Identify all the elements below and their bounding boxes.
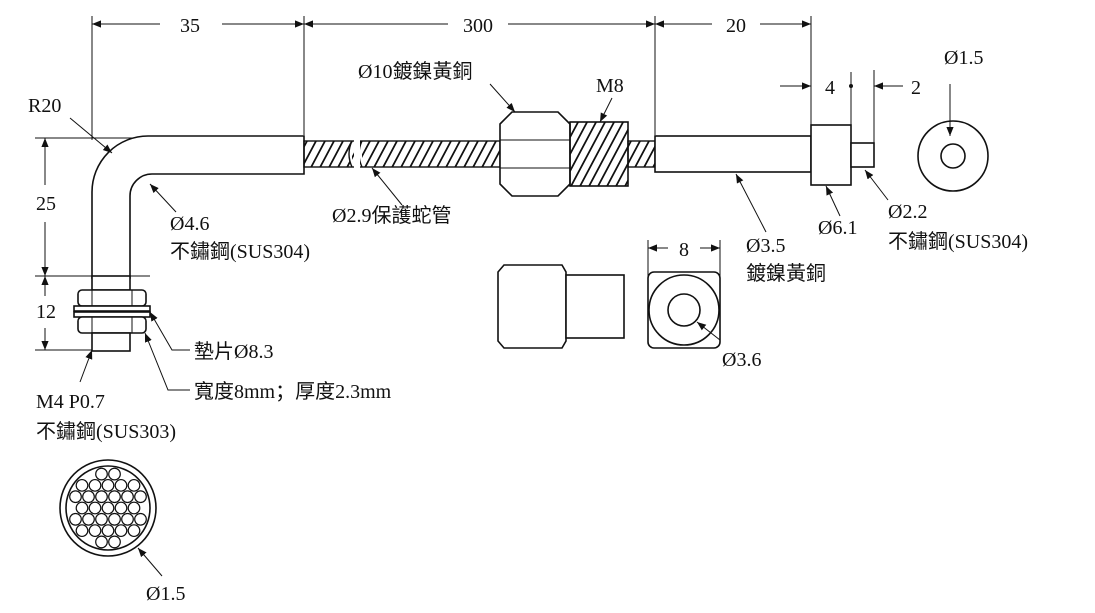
fiber-core — [75, 524, 89, 538]
label-thread-material: 不鏽鋼(SUS303) — [36, 420, 176, 443]
fiber-core — [127, 478, 141, 492]
fiber-core — [114, 524, 128, 538]
fiber-core — [121, 512, 134, 526]
dim-2: 2 — [911, 77, 921, 99]
protective-hose — [303, 140, 656, 168]
dim-20: 20 — [726, 15, 746, 37]
fiber-core — [95, 490, 108, 504]
top-dimensions — [91, 16, 903, 165]
fiber-core — [95, 535, 108, 549]
label-nut-material: Ø10鍍鎳黃銅 — [358, 60, 472, 83]
fiber-cores — [69, 467, 147, 549]
dim-4: 4 — [825, 77, 835, 99]
leader-lines — [69, 83, 954, 577]
probe-shaft — [654, 124, 875, 186]
label-hose: Ø2.9保護蛇管 — [332, 204, 451, 227]
fiber-core — [88, 478, 102, 492]
nut-side-view — [497, 264, 625, 349]
fiber-core — [127, 501, 141, 515]
fiber-core — [108, 535, 121, 549]
label-shaft-material: 鍍鎳黃銅 — [746, 262, 826, 285]
fiber-core — [88, 501, 102, 515]
label-tip-od: Ø2.2 — [888, 201, 927, 223]
dim-300: 300 — [463, 15, 493, 37]
fiber-core — [101, 501, 115, 515]
fiber-core — [114, 501, 128, 515]
fiber-core — [101, 524, 115, 538]
fiber-core — [108, 467, 121, 481]
fiber-core — [82, 512, 95, 526]
label-m8: M8 — [596, 75, 624, 97]
label-sheath-od: Ø4.6 — [170, 213, 209, 235]
labels: 35 300 20 4 2 25 12 8 R20 Ø10鍍鎳黃銅 M8 Ø4.… — [28, 15, 1028, 605]
fiber-core — [95, 467, 108, 481]
fiber-bundle — [59, 459, 157, 557]
brass-fitting — [499, 111, 629, 197]
dim-35: 35 — [180, 15, 200, 37]
tip-end-view — [917, 120, 989, 192]
fiber-core — [108, 512, 121, 526]
label-shaft-od: Ø3.5 — [746, 235, 785, 257]
fiber-core — [88, 524, 102, 538]
label-fiber-bundle: Ø1.5 — [146, 583, 185, 605]
fiber-core — [75, 501, 89, 515]
fiber-core — [108, 490, 121, 504]
fiber-core — [114, 478, 128, 492]
dim-25: 25 — [36, 193, 56, 215]
label-r20: R20 — [28, 95, 61, 117]
fiber-core — [127, 524, 141, 538]
left-dimensions — [35, 137, 150, 351]
dim-8: 8 — [679, 239, 689, 261]
fiber-core — [101, 478, 115, 492]
fiber-core — [69, 490, 82, 504]
nut-stack — [73, 275, 151, 352]
fiber-core — [121, 490, 134, 504]
label-sheath-material: 不鏽鋼(SUS304) — [170, 240, 310, 263]
fiber-core — [134, 490, 147, 504]
label-end-view: Ø1.5 — [944, 47, 983, 69]
fiber-core — [75, 478, 89, 492]
fiber-core — [69, 512, 82, 526]
label-tip-material: 不鏽鋼(SUS304) — [888, 230, 1028, 253]
label-collar: Ø6.1 — [818, 217, 857, 239]
fiber-core — [134, 512, 147, 526]
fiber-core — [82, 490, 95, 504]
nut-end-view — [647, 240, 721, 349]
fiber-core — [95, 512, 108, 526]
label-bore: Ø3.6 — [722, 349, 761, 371]
label-nut-size: 寬度8mm；厚度2.3mm — [194, 380, 392, 403]
bent-sheath — [91, 135, 305, 279]
label-thread: M4 P0.7 — [36, 391, 105, 413]
dim-12: 12 — [36, 301, 56, 323]
label-washer: 墊片Ø8.3 — [194, 340, 273, 363]
